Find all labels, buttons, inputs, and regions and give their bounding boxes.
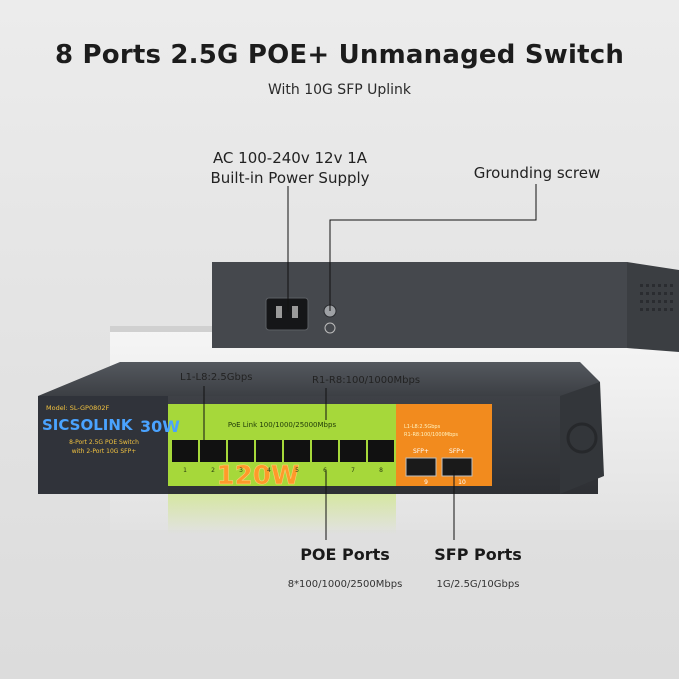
port-2 <box>200 440 226 462</box>
l-ports-callout: L1-L8:2.5Gbps <box>180 372 252 383</box>
sfp-port-9 <box>405 457 437 477</box>
grounding-screw-callout: Grounding screw <box>473 164 601 182</box>
poe-ports-spec: 8*100/1000/2500Mbps <box>287 579 403 590</box>
poe-band-label: PoE Link 100/1000/25000Mbps <box>228 421 337 429</box>
port-number-1: 1 <box>183 467 187 474</box>
port-number-4: 4 <box>267 467 271 474</box>
page-title: 8 Ports 2.5G POE+ Unmanaged Switch <box>54 40 625 70</box>
model-label: Model: SL-GP0802F <box>46 404 109 412</box>
port-number-8: 8 <box>379 467 383 474</box>
power-supply-callout: AC 100-240v 12v 1A Built-in Power Supply <box>190 148 390 188</box>
desc-line2: with 2-Port 10G SFP+ <box>72 448 137 455</box>
port-7 <box>340 440 366 462</box>
sfp-label-1: SFP+ <box>413 448 429 455</box>
led-glow-reflection <box>168 494 396 534</box>
side-fan <box>566 422 598 454</box>
per-port-power: 30W <box>140 417 180 436</box>
sfp-number-9: 9 <box>424 479 428 486</box>
sfp-ports-title: SFP Ports <box>434 545 522 564</box>
port-5 <box>284 440 310 462</box>
port-1 <box>172 440 198 462</box>
left-panel <box>38 396 168 494</box>
port-8 <box>368 440 394 462</box>
sfp-ports-spec: 1G/2.5G/10Gbps <box>436 579 520 590</box>
sfp-label-2: SFP+ <box>449 448 465 455</box>
ground-symbol <box>324 322 336 334</box>
sfp-port-10 <box>441 457 473 477</box>
port-3 <box>228 440 254 462</box>
port-6 <box>312 440 338 462</box>
port-number-6: 6 <box>323 467 327 474</box>
page-subtitle: With 10G SFP Uplink <box>267 82 412 98</box>
poe-ports-title: POE Ports <box>300 545 390 564</box>
power-callout-line1: AC 100-240v 12v 1A <box>212 149 368 167</box>
total-power: 120W <box>217 461 300 491</box>
port-number-3: 3 <box>239 467 243 474</box>
vent-grille <box>640 284 673 311</box>
r-ports-callout: R1-R8:100/1000Mbps <box>312 375 420 386</box>
ground-callout-line <box>329 184 537 311</box>
rj45-ports <box>172 440 394 462</box>
front-switch-side <box>560 382 604 494</box>
port-number-7: 7 <box>351 467 355 474</box>
power-callout-line2: Built-in Power Supply <box>210 169 370 187</box>
legend-line1: L1-L8:2.5Gbps <box>404 424 441 430</box>
brand-label: SICSOLINK <box>42 416 134 434</box>
desc-line1: 8-Port 2.5G POE Switch <box>69 439 139 446</box>
front-switch-top <box>38 362 600 396</box>
port-4 <box>256 440 282 462</box>
port-number-2: 2 <box>211 467 215 474</box>
port-number-5: 5 <box>295 467 299 474</box>
legend-line2: R1-R8:100/1000Mbps <box>404 432 458 438</box>
sfp-number-10: 10 <box>458 479 466 486</box>
